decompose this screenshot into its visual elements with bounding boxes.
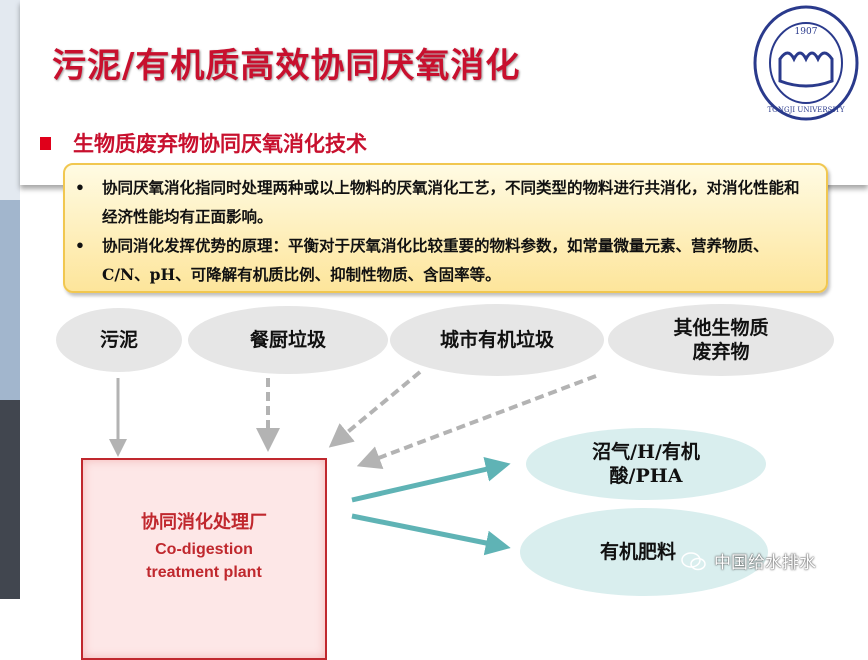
tongji-logo: 1907 TONGJI UNIVERSITY	[753, 5, 859, 121]
codigestion-plant-box: 协同消化处理厂 Co-digestion treatment plant	[81, 458, 327, 660]
svg-text:1907: 1907	[795, 27, 818, 37]
input-sludge: 污泥	[56, 308, 182, 372]
plant-label-en-1: Co-digestion	[155, 541, 253, 558]
bullet-item: • 协同消化发挥优势的原理：平衡对于厌氧消化比较重要的物料参数，如常量微量元素、营…	[75, 231, 814, 289]
svg-text:TONGJI UNIVERSITY: TONGJI UNIVERSITY	[768, 106, 845, 114]
side-strip-dark	[0, 400, 20, 599]
input-kitchen-waste: 餐厨垃圾	[188, 306, 388, 374]
wechat-icon	[681, 551, 706, 570]
bullet-dot-icon: •	[75, 178, 85, 197]
section-heading: 生物质废弃物协同厌氧消化技术	[40, 128, 367, 158]
bullet-text: 协同厌氧消化指同时处理两种或以上物料的厌氧消化工艺，不同类型的物料进行共消化，对…	[102, 178, 800, 226]
plant-label-en-2: treatment plant	[146, 564, 262, 581]
side-strip-blue	[0, 200, 20, 400]
slide-title: 污泥/有机质高效协同厌氧消化	[52, 46, 521, 86]
arrow-municipal-waste	[328, 370, 422, 448]
bullet-item: • 协同厌氧消化指同时处理两种或以上物料的厌氧消化工艺，不同类型的物料进行共消化，…	[75, 173, 814, 231]
bullet-dot-icon: •	[75, 236, 85, 255]
watermark: 中国给水排水	[680, 548, 816, 573]
square-bullet-icon	[40, 136, 51, 150]
output-organic-fertilizer: 有机肥料	[520, 508, 768, 596]
input-municipal-organic-waste: 城市有机垃圾	[390, 304, 604, 376]
flow-arrows	[109, 370, 597, 556]
definition-box: • 协同厌氧消化指同时处理两种或以上物料的厌氧消化工艺，不同类型的物料进行共消化，…	[63, 163, 828, 293]
output-biogas: 沼气/H/有机酸/PHA	[526, 428, 766, 500]
plant-label-cn: 协同消化处理厂	[141, 512, 267, 533]
bullet-text: 协同消化发挥优势的原理：平衡对于厌氧消化比较重要的物料参数，如常量微量元素、营养…	[102, 236, 769, 284]
input-other-biomass-waste: 其他生物质废弃物	[608, 304, 834, 376]
arrow-to-biogas	[351, 457, 511, 503]
arrow-other-biomass	[356, 374, 597, 469]
watermark-text: 中国给水排水	[714, 553, 816, 573]
arrow-to-fertilizer	[351, 513, 511, 556]
side-strip-light	[0, 0, 20, 200]
title-band	[20, 0, 868, 185]
section-heading-text: 生物质废弃物协同厌氧消化技术	[73, 132, 367, 156]
